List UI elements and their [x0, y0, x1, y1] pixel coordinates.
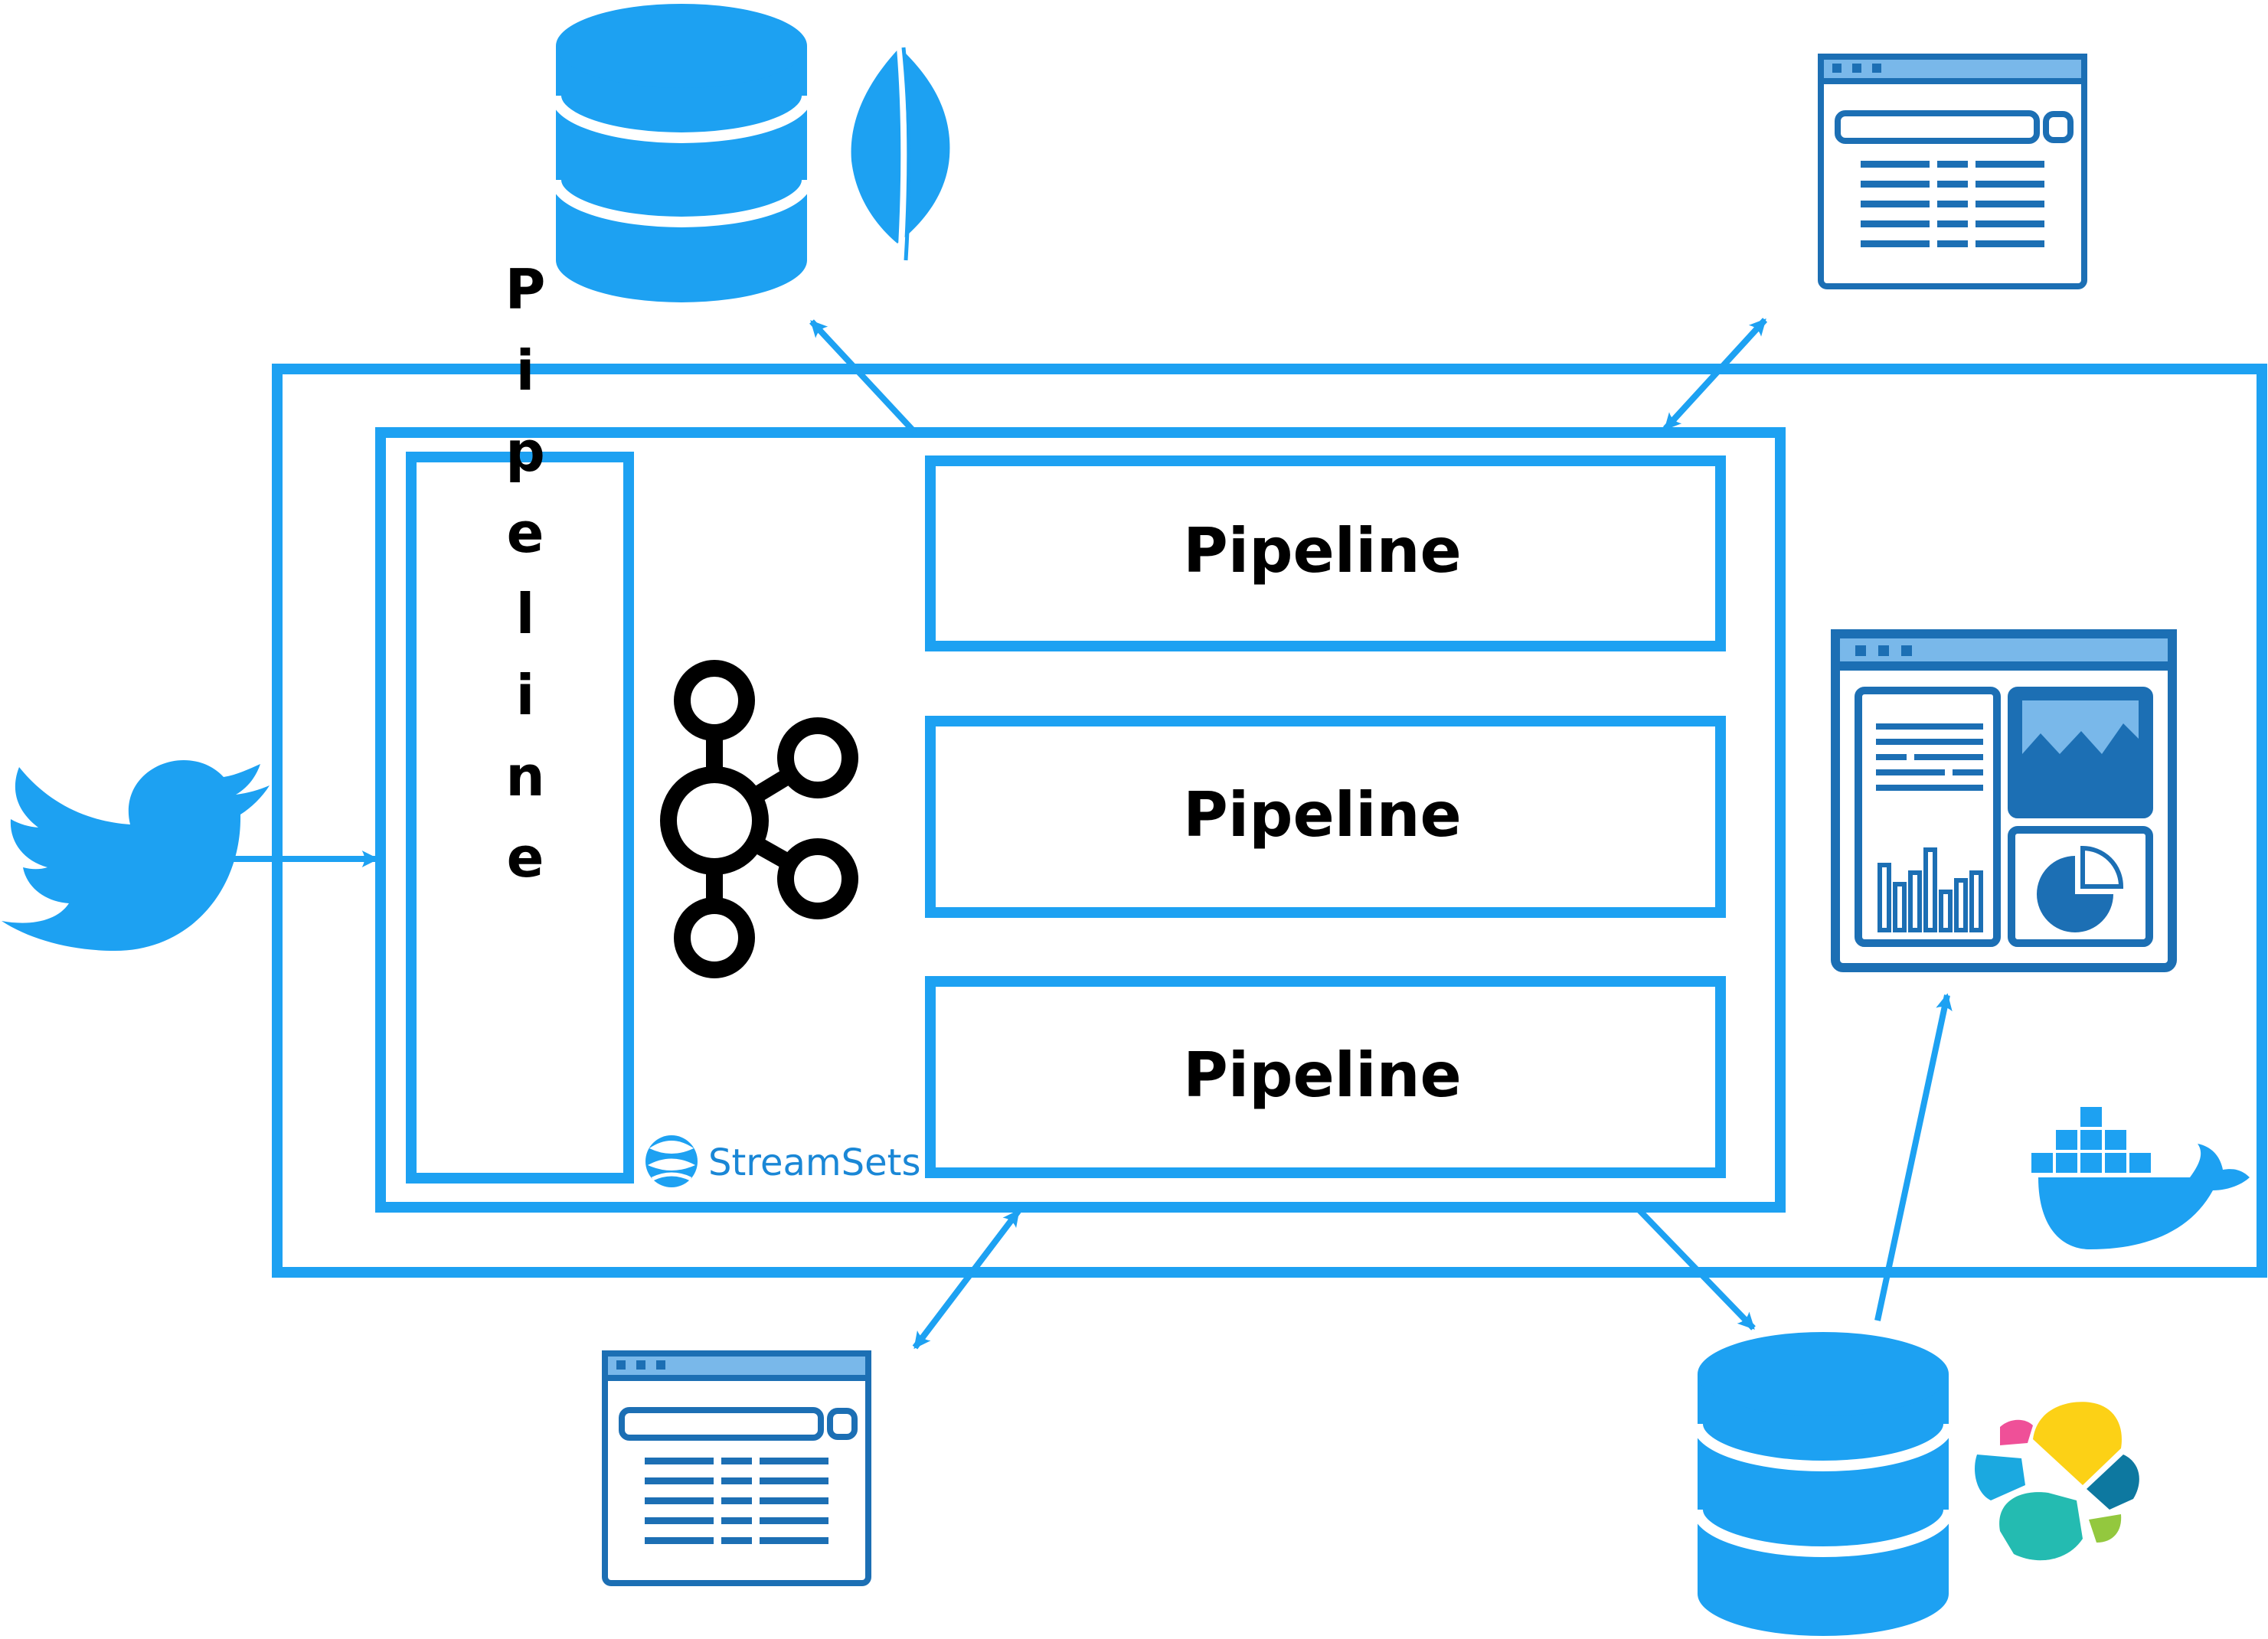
ingest-pipeline-box: Pipeline [406, 257, 634, 1184]
top-web-form-window-icon [1818, 54, 2087, 289]
flow-arrows [217, 318, 1953, 1350]
twitter-bird-icon [2, 760, 270, 951]
pipeline-label-1: Pipeline [1183, 515, 1462, 586]
streamsets-logo: StreamSets [645, 1135, 921, 1187]
ingest-pipeline-label: Pipeline [493, 257, 557, 906]
mongodb-database-icon [551, 4, 812, 302]
elasticsearch-database-icon [1692, 1332, 1954, 1636]
mongodb-leaf-icon [851, 47, 950, 261]
arrow-elasticsearch-to-dashboard [1874, 993, 1953, 1321]
docker-whale-icon [2031, 1107, 2250, 1249]
pipeline-label-2: Pipeline [1183, 779, 1462, 851]
arrow-top-app-to-streamsets [1663, 318, 1767, 431]
pipeline-box-1: Pipeline [925, 455, 1726, 651]
arrow-streamsets-to-elasticsearch [1636, 1207, 1756, 1330]
pipeline-box-2: Pipeline [925, 716, 1726, 918]
streamsets-wordmark: StreamSets [708, 1141, 921, 1184]
dashboard-window-icon [1831, 629, 2177, 972]
bottom-web-form-window-icon [602, 1350, 871, 1586]
arrow-streamsets-to-mongodb [809, 319, 917, 435]
arrow-bottom-app-to-streamsets [912, 1209, 1021, 1350]
pipeline-box-3: Pipeline [925, 976, 1726, 1178]
kafka-logo-icon [660, 660, 858, 978]
streamsets-boundary [375, 427, 1786, 1213]
docker-container-boundary [272, 364, 2267, 1278]
pipeline-label-3: Pipeline [1183, 1040, 1462, 1111]
streamsets-mark-icon [645, 1135, 698, 1187]
elasticsearch-logo-icon [1975, 1402, 2139, 1561]
